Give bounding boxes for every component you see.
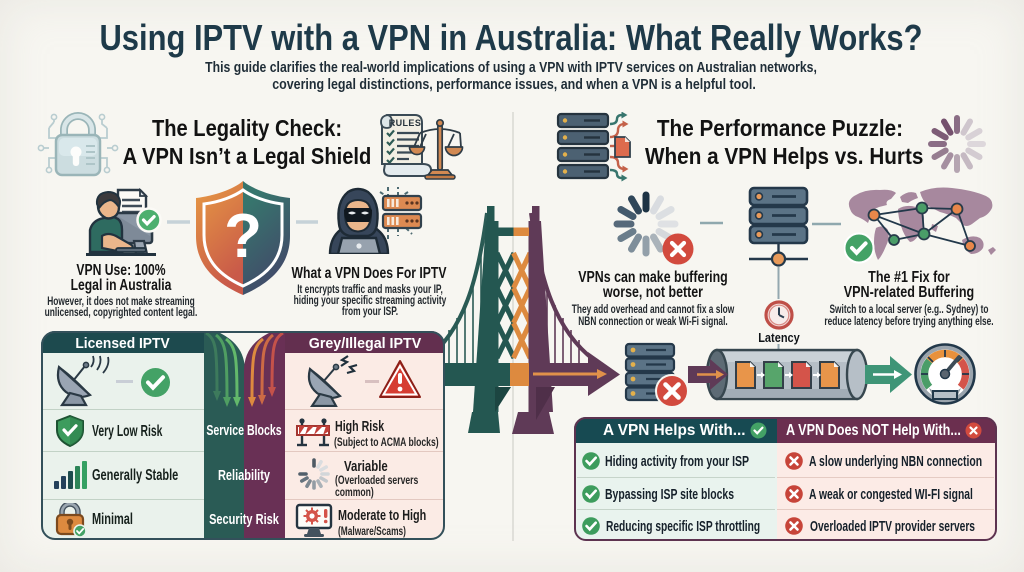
svg-text:?: ? — [224, 202, 262, 271]
svg-text:RULES: RULES — [389, 118, 422, 128]
